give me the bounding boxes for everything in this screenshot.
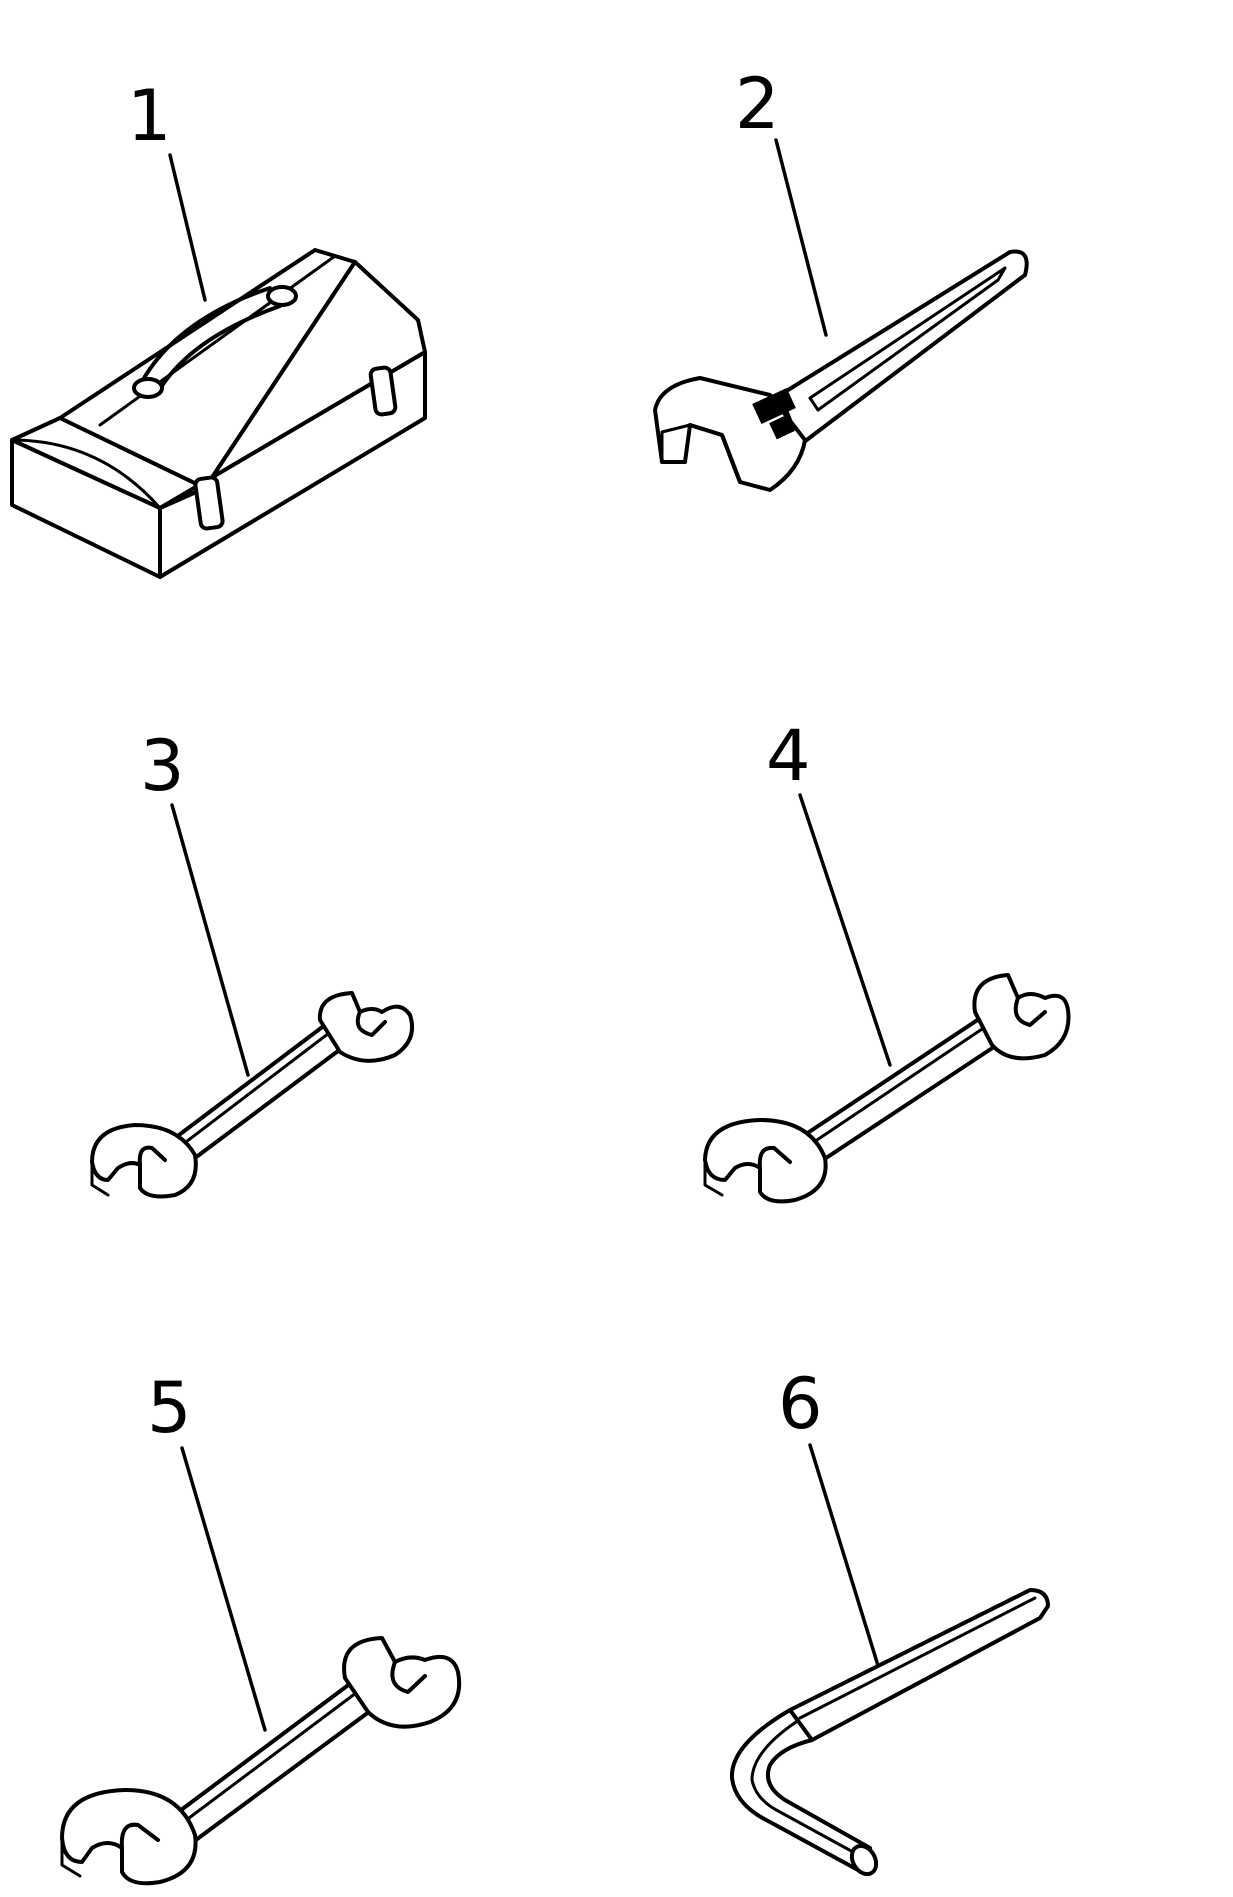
leader-line-3 (170, 803, 250, 1077)
leader-line-6 (808, 1443, 882, 1674)
label-3: 3 (140, 725, 185, 807)
open-end-wrench-medium-icon (703, 973, 1071, 1204)
leader-line-1 (168, 153, 207, 302)
item-toolbox: 1 (10, 75, 427, 579)
leader-line-2 (774, 138, 828, 337)
leader-line-4 (798, 793, 892, 1067)
item-hex-key: 6 (729, 1363, 1050, 1877)
item-adjustable-wrench: 2 (653, 63, 1029, 492)
leader-line-5 (180, 1446, 267, 1732)
item-open-end-wrench-medium: 4 (703, 715, 1071, 1204)
label-4: 4 (766, 715, 811, 797)
adjustable-wrench-icon (653, 249, 1029, 492)
label-6: 6 (778, 1363, 823, 1445)
label-1: 1 (127, 75, 172, 157)
open-end-wrench-small-icon (90, 991, 415, 1199)
item-open-end-wrench-large: 5 (60, 1367, 462, 1886)
label-2: 2 (735, 63, 780, 145)
hex-key-icon (729, 1588, 1050, 1877)
item-open-end-wrench-small: 3 (90, 725, 415, 1199)
toolbox-icon (10, 248, 427, 579)
label-5: 5 (147, 1367, 192, 1449)
open-end-wrench-large-icon (60, 1636, 462, 1886)
